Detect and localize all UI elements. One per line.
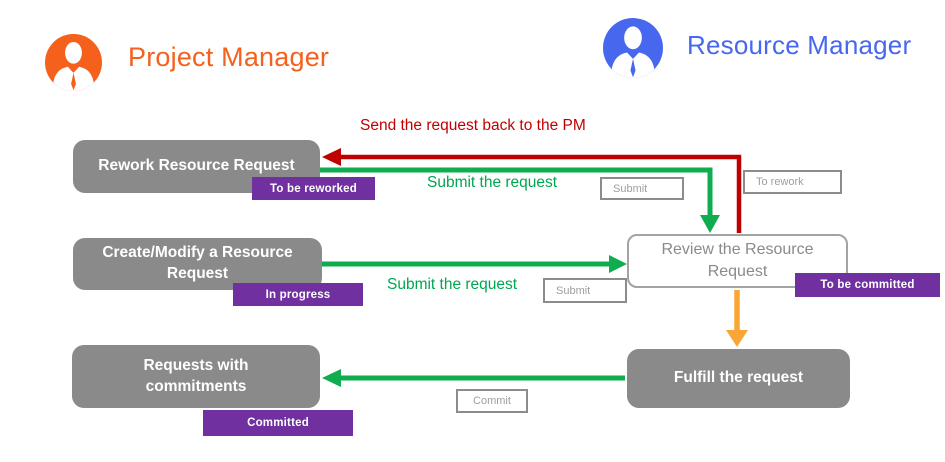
- submit-button-top[interactable]: Submit: [600, 177, 684, 200]
- submit-mid-label: Submit the request: [387, 276, 518, 293]
- node-create-modify-resource-request: Create/Modify a Resource Request: [73, 238, 322, 290]
- resource-manager-avatar: [603, 18, 663, 78]
- node-label: Fulfill the request: [673, 369, 804, 387]
- project-manager-title: Project Manager: [128, 42, 330, 72]
- status-badge-to-be-reworked: To be reworked: [252, 177, 375, 200]
- commit-arrowhead: [322, 369, 341, 387]
- submit-top-label: Submit the request: [427, 174, 558, 191]
- to-rework-button[interactable]: To rework: [743, 170, 842, 194]
- person-icon: [603, 18, 663, 78]
- submit-button-mid[interactable]: Submit: [543, 278, 627, 303]
- send-back-label: Send the request back to the PM: [360, 117, 586, 134]
- node-fulfill-request: Fulfill the request: [627, 349, 850, 408]
- node-label: Rework Resource Request: [98, 157, 295, 175]
- node-label: Requests with commitments: [143, 356, 249, 395]
- node-requests-with-commitments: Requests with commitments: [72, 345, 320, 408]
- status-badge-in-progress: In progress: [233, 283, 363, 306]
- status-badge-committed: Committed: [203, 410, 353, 436]
- submit-mid-arrowhead: [609, 255, 627, 273]
- submit-top-arrowhead: [700, 215, 720, 233]
- project-manager-avatar: [45, 34, 102, 91]
- fulfill-arrowhead: [726, 330, 748, 347]
- node-label: Review the Resource Request: [661, 241, 814, 280]
- commit-button[interactable]: Commit: [456, 389, 528, 413]
- status-badge-to-be-committed: To be committed: [795, 273, 940, 297]
- resource-manager-title: Resource Manager: [687, 30, 912, 60]
- node-label: Create/Modify a Resource Request: [102, 244, 293, 282]
- person-icon: [45, 34, 102, 91]
- send-back-arrowhead: [322, 148, 341, 166]
